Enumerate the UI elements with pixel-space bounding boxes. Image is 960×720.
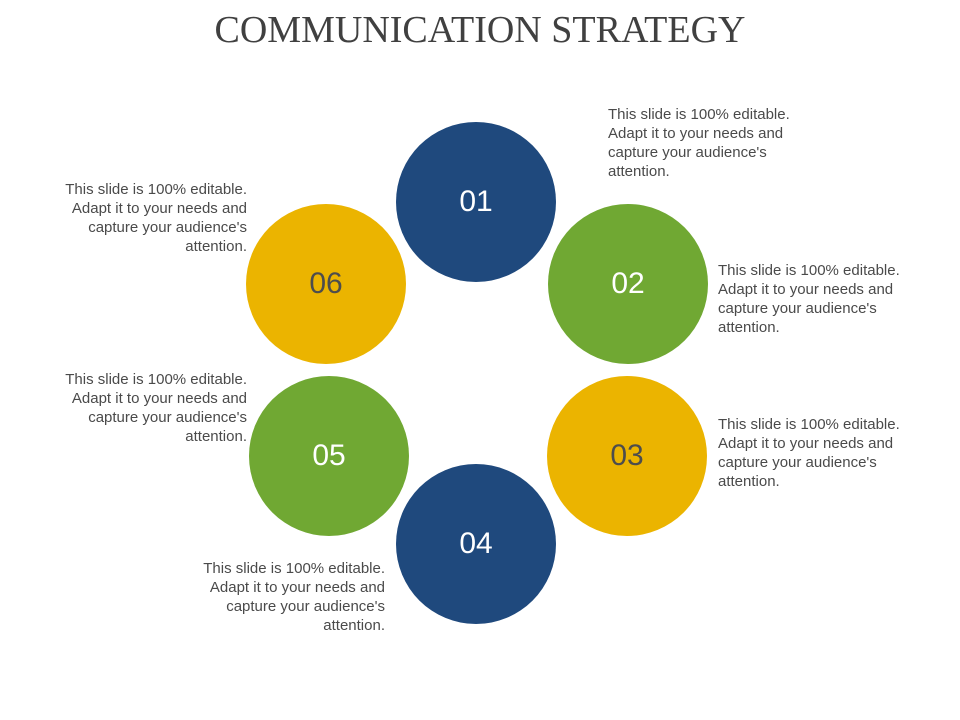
step-06-number: 06 [309, 267, 343, 300]
step-05-circle: 05 [249, 376, 409, 536]
step-06-description: This slide is 100% editable. Adapt it to… [65, 181, 247, 255]
step-02-description: This slide is 100% editable. Adapt it to… [718, 262, 900, 336]
step-01-circle: 01 [396, 122, 556, 282]
step-03-description: This slide is 100% editable. Adapt it to… [718, 416, 900, 490]
step-03-circle: 03 [547, 376, 707, 536]
step-02-circle: 02 [548, 204, 708, 364]
step-05-number: 05 [312, 439, 346, 472]
step-06-circle: 06 [246, 204, 406, 364]
step-04-description: This slide is 100% editable. Adapt it to… [203, 560, 385, 634]
slide-title: COMMUNICATION STRATEGY [214, 9, 746, 51]
step-03-number: 03 [610, 439, 644, 472]
step-02-number: 02 [611, 267, 645, 300]
step-05-description: This slide is 100% editable. Adapt it to… [65, 371, 247, 445]
step-01-number: 01 [459, 185, 493, 218]
step-01-description: This slide is 100% editable. Adapt it to… [608, 106, 790, 180]
step-04-circle: 04 [396, 464, 556, 624]
step-04-number: 04 [459, 527, 493, 560]
